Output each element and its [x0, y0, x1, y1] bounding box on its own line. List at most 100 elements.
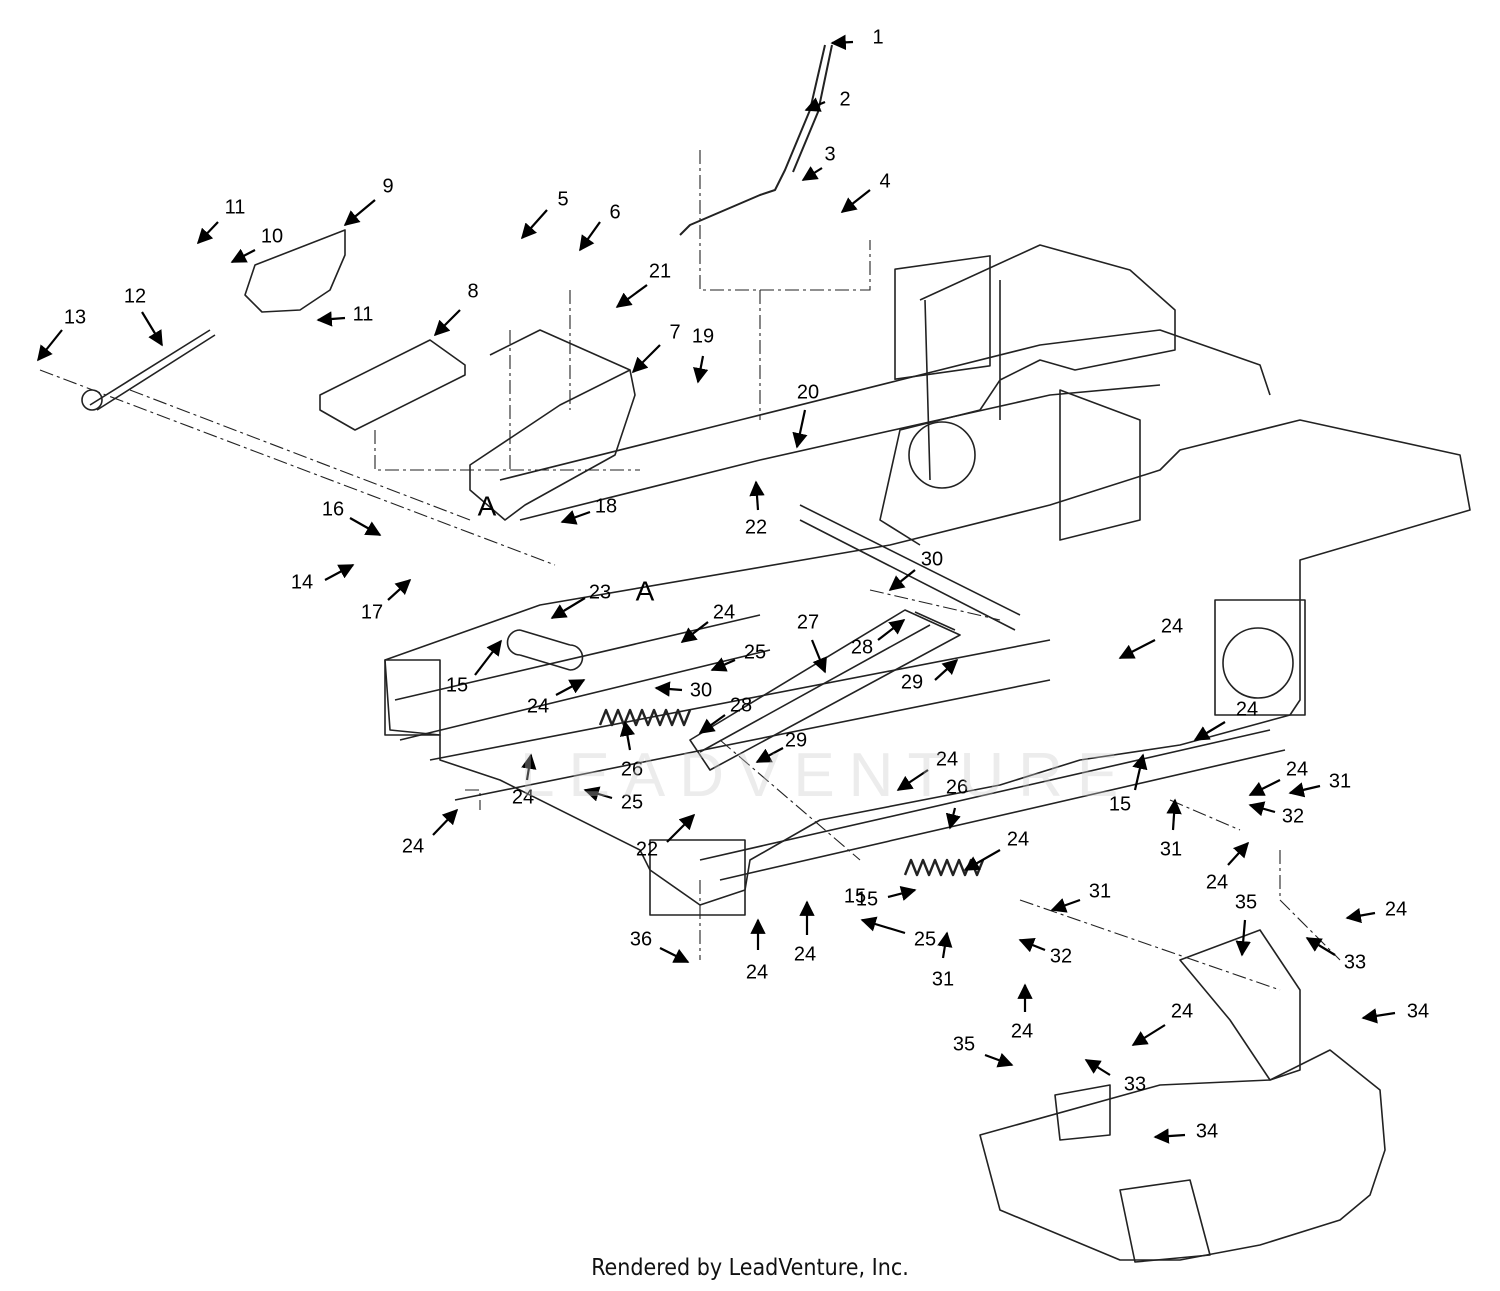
callout-arrow-28 — [877, 619, 906, 641]
callout-label-9: 9 — [382, 175, 393, 197]
callout-arrow-36 — [659, 947, 690, 963]
callout-label-24: 24 — [402, 835, 424, 857]
callout-arrow-21 — [615, 284, 648, 308]
callout-label-34: 34 — [1196, 1120, 1218, 1142]
handle-bracket-9 — [244, 229, 346, 313]
motor-plate-right — [1214, 599, 1306, 716]
callout-arrow-27 — [810, 639, 827, 674]
callout-label-16: 16 — [322, 498, 344, 520]
callout-arrow-17 — [387, 578, 412, 601]
callout-label-24: 24 — [1171, 1000, 1193, 1022]
frame-drawing — [81, 44, 1471, 1263]
callout-arrow-10 — [230, 248, 256, 263]
callout-arrow-24 — [555, 679, 586, 696]
callout-label-26: 26 — [946, 776, 968, 798]
callout-arrow-24 — [1131, 1024, 1166, 1046]
callout-label-35: 35 — [953, 1033, 975, 1055]
callout-arrow-30 — [654, 681, 683, 697]
callout-arrow-3 — [801, 166, 823, 181]
callout-label-29: 29 — [901, 671, 923, 693]
callout-label-24: 24 — [512, 786, 534, 808]
mount-bracket-left — [384, 659, 441, 736]
callout-arrow-14 — [324, 564, 355, 581]
callout-label-31: 31 — [932, 968, 954, 990]
lift-link-upper — [689, 609, 961, 771]
frame-outline — [384, 419, 1471, 906]
callout-arrow-29 — [755, 747, 784, 763]
callout-label-25: 25 — [914, 928, 936, 950]
callout-arrow-24 — [1227, 841, 1250, 866]
callout-arrow-31 — [937, 931, 953, 959]
callout-label-8: 8 — [467, 280, 478, 302]
motor-hole-left — [908, 421, 976, 489]
callout-label-33: 33 — [1124, 1073, 1146, 1095]
callout-arrow-16 — [349, 517, 382, 536]
callout-label-35: 35 — [1235, 891, 1257, 913]
callout-arrow-25 — [860, 916, 906, 935]
callout-label-24: 24 — [1236, 698, 1258, 720]
footer-credit: Rendered by LeadVenture, Inc. — [591, 1255, 909, 1281]
frame-upper-rail — [499, 329, 1271, 521]
pivot-bar — [506, 629, 584, 671]
callout-arrow-24 — [1118, 639, 1156, 659]
callout-label-12: 12 — [124, 285, 146, 307]
motor-plate-left — [894, 255, 991, 381]
callout-label-24: 24 — [1011, 1020, 1033, 1042]
callout-arrow-24 — [1248, 779, 1281, 796]
callout-label-22: 22 — [745, 516, 767, 538]
callout-label-10: 10 — [261, 225, 283, 247]
deck-front-block — [1119, 1179, 1211, 1263]
callout-arrow-29 — [934, 658, 959, 681]
callout-arrow-31 — [1050, 898, 1081, 913]
callout-arrow-15 — [474, 639, 502, 676]
callout-arrow-25 — [583, 786, 613, 802]
mount-bracket-front — [649, 839, 746, 916]
callout-label-29: 29 — [785, 729, 807, 751]
callout-label-34: 34 — [1407, 1000, 1429, 1022]
callout-label-15: 15 — [446, 674, 468, 696]
callout-arrow-15 — [1132, 753, 1148, 791]
callout-label-28: 28 — [851, 636, 873, 658]
callout-arrow-20 — [792, 409, 808, 449]
callout-arrow-7 — [631, 344, 661, 374]
callout-arrow-24 — [1345, 907, 1376, 924]
frame-rear-tower — [879, 244, 1176, 546]
callout-label-7: 7 — [669, 321, 680, 343]
callout-label-14: 14 — [291, 571, 313, 593]
callout-arrow-31 — [1166, 798, 1182, 831]
callout-label-33: 33 — [1344, 951, 1366, 973]
leader-dash-handle — [699, 150, 871, 420]
callout-arrow-18 — [560, 510, 591, 525]
deck-outline — [979, 1049, 1386, 1261]
callout-label-1: 1 — [872, 26, 883, 48]
callout-label-25: 25 — [744, 641, 766, 663]
spring-upper — [598, 708, 692, 727]
leader-dash-rod — [39, 369, 556, 566]
callout-label-24: 24 — [527, 695, 549, 717]
callout-arrow-9 — [343, 199, 376, 226]
callout-label-24: 24 — [1007, 828, 1029, 850]
callout-label-31: 31 — [1160, 838, 1182, 860]
callout-label-24: 24 — [713, 601, 735, 623]
callout-label-18: 18 — [595, 495, 617, 517]
callout-label-17: 17 — [361, 601, 383, 623]
callout-arrow-33 — [1305, 937, 1336, 956]
frame-crossbar — [799, 389, 1141, 631]
callout-arrow-22 — [666, 813, 696, 843]
callout-label-25: 25 — [621, 791, 643, 813]
footrest-7 — [469, 329, 636, 521]
callout-label-24: 24 — [1161, 615, 1183, 637]
callout-label-5: 5 — [557, 188, 568, 210]
callout-arrow-25 — [710, 657, 736, 672]
callout-arrow-6 — [579, 221, 601, 252]
callout-label-36: 36 — [630, 928, 652, 950]
lift-link-lower — [699, 611, 956, 753]
watermark: LEADVENTURE — [520, 741, 1133, 810]
frame-left-rail — [394, 614, 1051, 801]
callout-arrow-33 — [1084, 1059, 1111, 1076]
callout-arrow-26 — [619, 720, 636, 751]
leader-lines — [39, 150, 1341, 991]
callout-arrow-4 — [840, 189, 871, 213]
callout-label-26: 26 — [621, 758, 643, 780]
